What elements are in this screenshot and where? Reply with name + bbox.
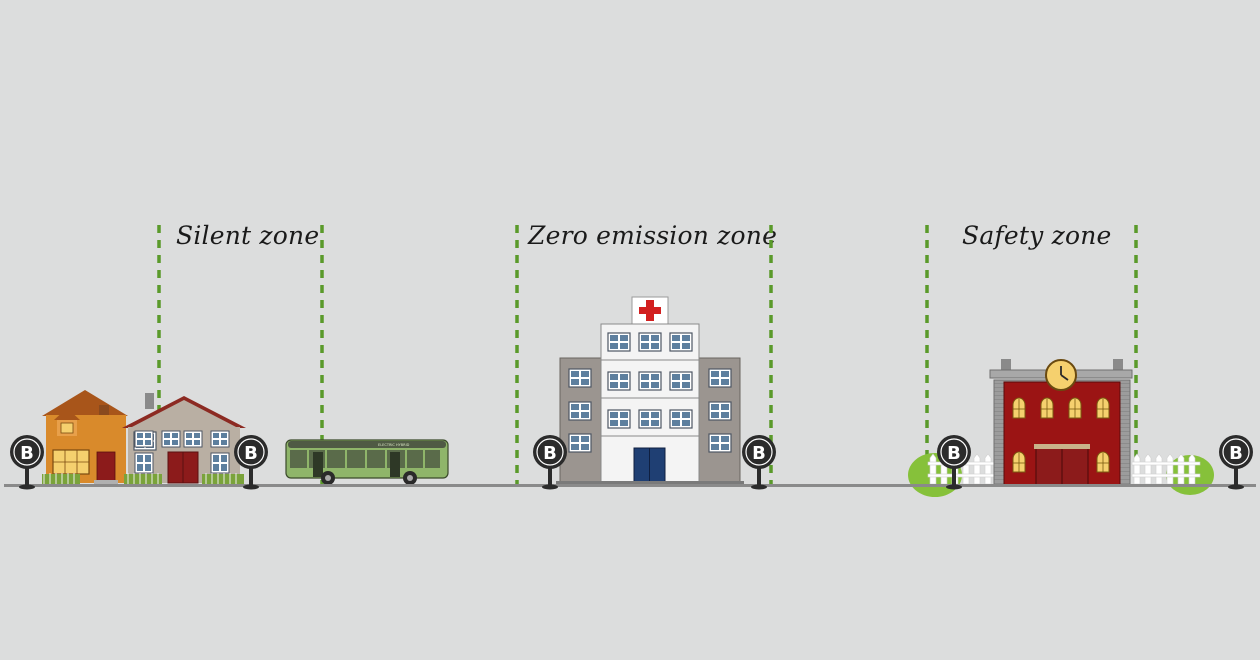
zone-label-silent: Silent zone xyxy=(176,221,320,250)
bus-stop-sign-icon: B xyxy=(937,435,971,490)
road-line xyxy=(4,484,1256,487)
bus-stop-letter: B xyxy=(752,443,766,464)
bus-stop-sign-icon: B xyxy=(1219,435,1253,490)
zone-label-safety: Safety zone xyxy=(962,221,1112,250)
hospital-icon xyxy=(556,296,744,486)
gray-house-icon xyxy=(43,393,246,484)
bus-stop-letter: B xyxy=(543,443,557,464)
bus-stop-sign-icon: B xyxy=(742,435,776,490)
orange-house-icon xyxy=(42,390,128,484)
bus-stop-letter: B xyxy=(244,443,258,464)
fire-station-icon xyxy=(908,359,1214,497)
bus-stop-letter: B xyxy=(947,443,961,464)
bus-stop-letter: B xyxy=(20,443,34,464)
bus-stop-letter: B xyxy=(1229,443,1243,464)
bus-stop-sign-icon: B xyxy=(10,435,44,490)
zone-label-zero-emission: Zero emission zone xyxy=(528,221,778,250)
bus-livery-text: ELECTRIC HYBRID xyxy=(378,443,410,447)
bus-stop-sign-icon: B xyxy=(234,435,268,490)
electric-bus-icon: ELECTRIC HYBRID xyxy=(285,439,449,485)
bus-stop-sign-icon: B xyxy=(533,435,567,490)
